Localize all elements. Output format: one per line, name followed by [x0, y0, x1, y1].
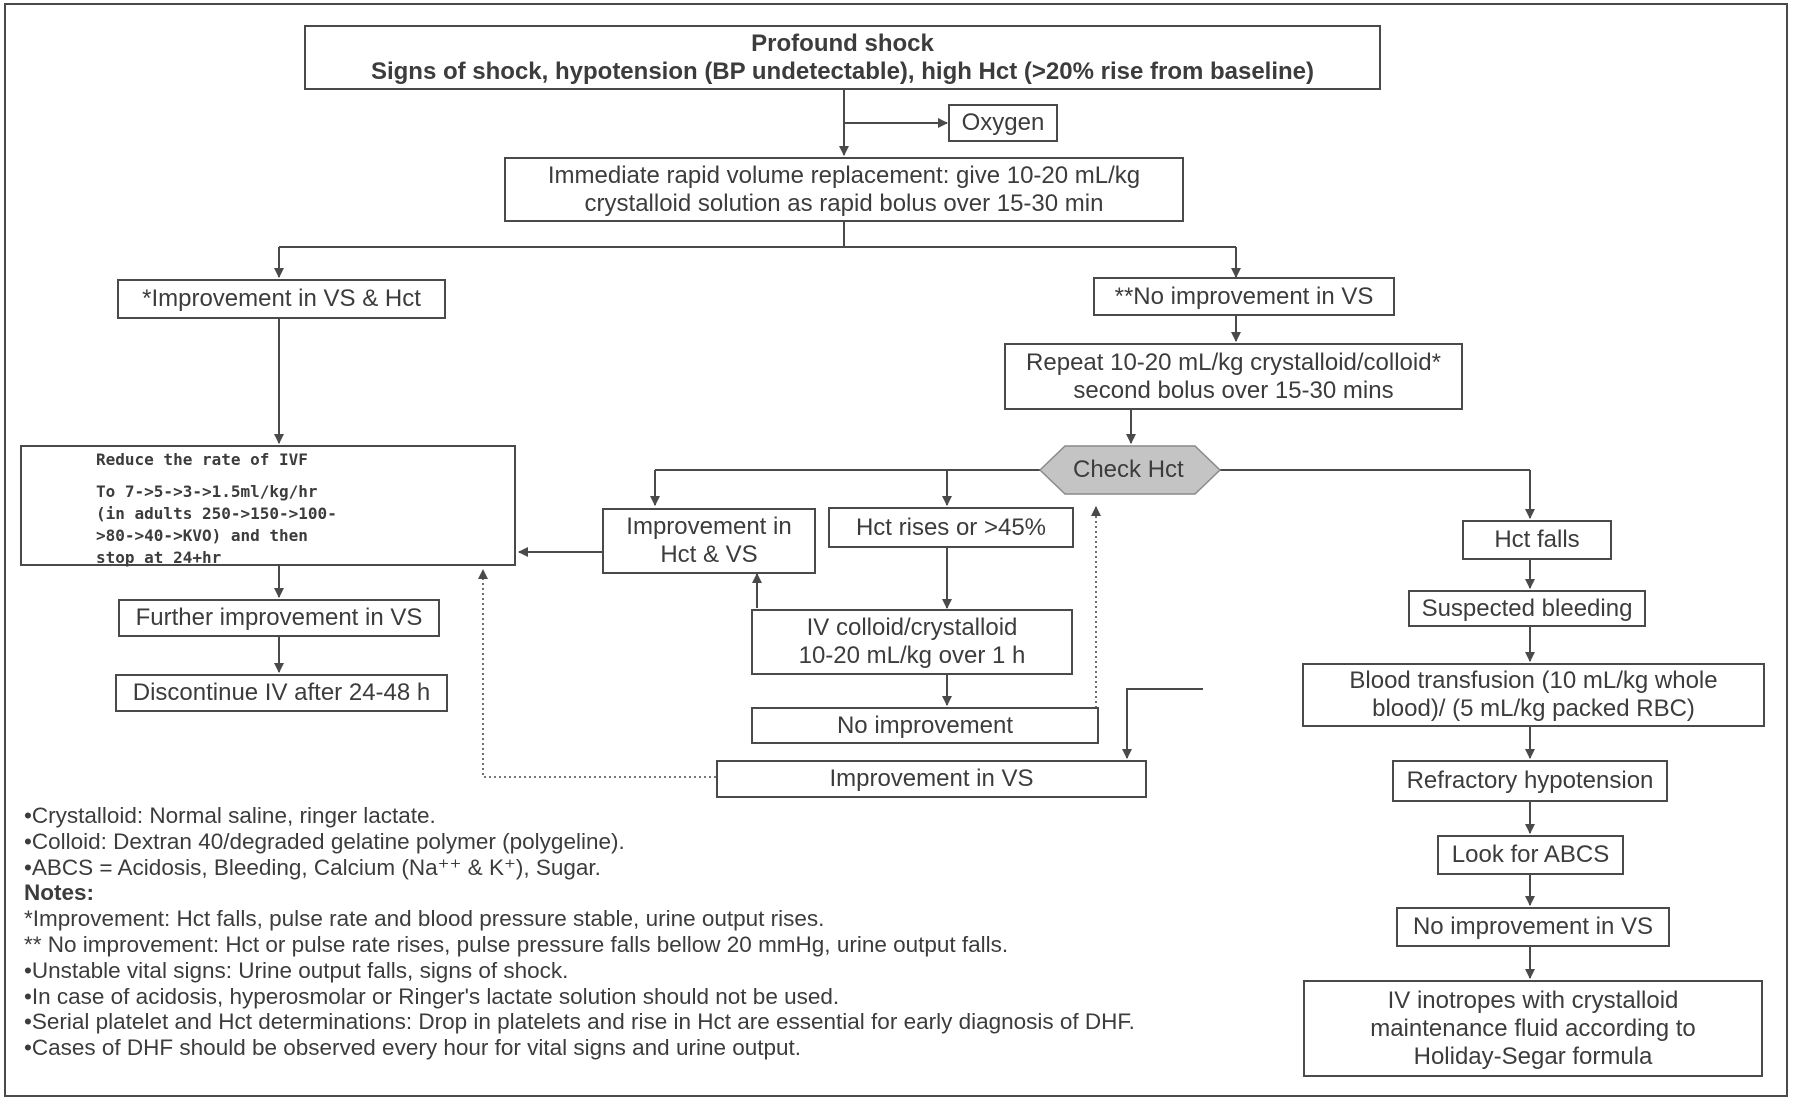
iv-inotropes-box: IV inotropes with crystalloid maintenanc… [1303, 980, 1763, 1077]
note-line: •Cases of DHF should be observed every h… [24, 1035, 802, 1061]
oxygen-label: Oxygen [961, 109, 1045, 136]
suspected-bleeding-label: Suspected bleeding [1421, 594, 1633, 622]
check-hct-hexagon [1038, 445, 1222, 495]
improvement-hct-vs-line1: Improvement in [626, 513, 792, 540]
profound-shock-title: Profound shock [751, 29, 934, 57]
iv-colloid-line2: 10-20 mL/kg over 1 h [798, 642, 1026, 669]
repeat-bolus-box: Repeat 10-20 mL/kg crystalloid/colloid* … [1004, 343, 1463, 410]
look-for-abcs-box: Look for ABCS [1437, 835, 1624, 875]
hct-falls-label: Hct falls [1494, 526, 1580, 553]
reduce-ivf-line1: Reduce the rate of IVF [96, 450, 308, 469]
no-improvement-vs-label: **No improvement in VS [1114, 282, 1374, 310]
iv-inotropes-line1: IV inotropes with crystalloid [1387, 986, 1679, 1014]
reduce-ivf-line2: To 7->5->3->1.5ml/kg/hr [96, 482, 318, 501]
blood-transfusion-line1: Blood transfusion (10 mL/kg whole [1349, 667, 1718, 694]
further-improvement-box: Further improvement in VS [118, 599, 440, 637]
iv-colloid-line1: IV colloid/crystalloid [806, 614, 1018, 641]
iv-inotropes-line3: Holiday-Segar formula [1413, 1042, 1653, 1070]
note-line: •Unstable vital signs: Urine output fall… [24, 957, 569, 983]
further-improvement-label: Further improvement in VS [135, 604, 423, 631]
repeat-bolus-line2: second bolus over 15-30 mins [1073, 376, 1394, 404]
profound-shock-subtitle: Signs of shock, hypotension (BP undetect… [370, 57, 1315, 85]
discontinue-iv-box: Discontinue IV after 24-48 h [115, 674, 448, 712]
note-line: •ABCS = Acidosis, Bleeding, Calcium (Na⁺… [24, 854, 601, 880]
note-line: •Serial platelet and Hct determinations:… [24, 1009, 1135, 1035]
note-line: *Improvement: Hct falls, pulse rate and … [24, 906, 825, 932]
improvement-hct-vs-box: Improvement in Hct & VS [602, 508, 816, 574]
hct-falls-box: Hct falls [1462, 520, 1612, 560]
dotted-arrow-to-reduce [478, 569, 716, 778]
iv-inotropes-line2: maintenance fluid according to [1370, 1014, 1696, 1042]
note-line: •Colloid: Dextran 40/degraded gelatine p… [24, 828, 625, 854]
improvement-in-vs-box: Improvement in VS [716, 760, 1147, 798]
reduce-ivf-box: Reduce the rate of IVF To 7->5->3->1.5ml… [20, 445, 516, 567]
note-line: ** No improvement: Hct or pulse rate ris… [24, 931, 1009, 957]
iv-colloid-box: IV colloid/crystalloid 10-20 mL/kg over … [751, 609, 1073, 675]
no-improvement-vs-right-label: No improvement in VS [1412, 913, 1654, 940]
arrow-to-improvement-vs [1122, 688, 1203, 759]
refractory-hypotension-label: Refractory hypotension [1406, 767, 1654, 794]
reduce-ivf-line3: (in adults 250->150->100- [96, 504, 337, 523]
hct-rises-box: Hct rises or >45% [828, 507, 1074, 548]
no-improvement-vs-right-box: No improvement in VS [1396, 907, 1670, 947]
improvement-vs-hct-label: *Improvement in VS & Hct [142, 285, 421, 312]
look-for-abcs-label: Look for ABCS [1451, 841, 1610, 868]
blood-transfusion-box: Blood transfusion (10 mL/kg whole blood)… [1302, 663, 1765, 727]
note-line: •In case of acidosis, hyperosmolar or Ri… [24, 983, 840, 1009]
notes-legend: •Crystalloid: Normal saline, ringer lact… [24, 803, 1135, 1061]
suspected-bleeding-box: Suspected bleeding [1408, 590, 1646, 627]
split-bar-top [279, 222, 1236, 248]
rapid-volume-line2: crystalloid solution as rapid bolus over… [584, 189, 1104, 217]
blood-transfusion-line2: blood)/ (5 mL/kg packed RBC) [1372, 695, 1695, 722]
refractory-hypotension-box: Refractory hypotension [1392, 760, 1668, 802]
note-line: •Crystalloid: Normal saline, ringer lact… [24, 803, 436, 828]
no-improvement-box: No improvement [751, 707, 1099, 744]
repeat-bolus-line1: Repeat 10-20 mL/kg crystalloid/colloid* [1026, 348, 1441, 376]
rapid-volume-line1: Immediate rapid volume replacement: give… [547, 161, 1141, 189]
rapid-volume-box: Immediate rapid volume replacement: give… [504, 157, 1184, 222]
check-hct-label: Check Hct [1073, 456, 1184, 483]
notes-heading: Notes: [24, 880, 95, 906]
improvement-vs-hct-box: *Improvement in VS & Hct [117, 279, 446, 319]
reduce-ivf-line5: stop at 24+hr [96, 548, 222, 567]
no-improvement-vs-box: **No improvement in VS [1093, 277, 1395, 316]
hct-rises-label: Hct rises or >45% [855, 513, 1047, 541]
improvement-in-vs-label: Improvement in VS [829, 765, 1034, 792]
discontinue-iv-label: Discontinue IV after 24-48 h [132, 679, 431, 706]
profound-shock-box: Profound shock Signs of shock, hypotensi… [304, 25, 1381, 90]
no-improvement-label: No improvement [836, 711, 1014, 739]
diagram-frame [4, 3, 1788, 1097]
reduce-ivf-line4: >80->40->KVO) and then [96, 526, 308, 545]
oxygen-box: Oxygen [948, 104, 1058, 142]
improvement-hct-vs-line2: Hct & VS [660, 541, 758, 568]
